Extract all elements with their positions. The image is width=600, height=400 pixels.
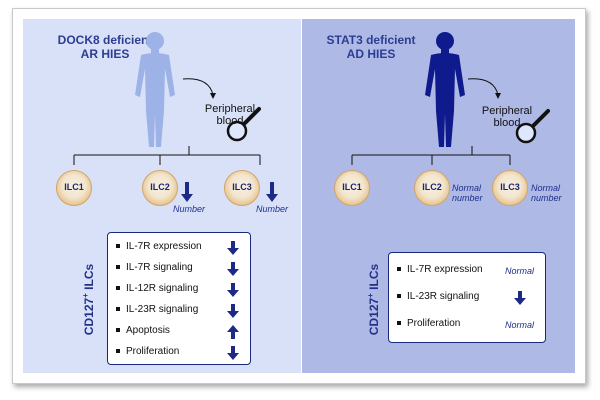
dock8-title-line1: DOCK8 deficient — [57, 33, 153, 47]
ilc1-label: ILC1 — [64, 182, 84, 192]
dock8-diagram-graphics — [73, 32, 278, 202]
ilc2-label: ILC2 — [422, 182, 442, 192]
stat3-peripheral-label: Peripheral blood — [476, 105, 538, 129]
ilc3-number-note: Number — [256, 204, 289, 214]
item-il7r-expression: IL-7R expression — [116, 241, 202, 252]
stat3-ilc-property-box: IL-7R expression IL-23R signaling Prolif… — [388, 252, 546, 343]
item-il12r-signaling: IL-12R signaling — [116, 283, 198, 294]
down-arrow-icon — [227, 262, 239, 276]
item-apoptosis: Apoptosis — [116, 325, 170, 336]
item-proliferation: Proliferation — [397, 318, 460, 329]
curved-arrow-icon — [467, 78, 499, 96]
dock8-ilc-property-box: IL-7R expression IL-7R signaling IL-12R … — [107, 232, 251, 365]
cd127-sup: + — [366, 293, 376, 298]
ilc2-label: ILC2 — [150, 182, 170, 192]
dock8-title-line2: AR HIES — [80, 47, 130, 61]
dock8-panel: DOCK8 deficient AR HIES — [23, 19, 301, 373]
stat3-diagram-graphics — [351, 32, 550, 165]
stat3-panel: STAT3 deficient AD HIES — [302, 19, 575, 373]
stat3-peripheral-line2: blood — [493, 117, 521, 129]
ilc2-number-note: Number — [173, 204, 206, 214]
ilc3-cell: ILC3 — [492, 170, 528, 206]
ilc3-normal-note: Normal number — [531, 183, 562, 203]
ilc1-label: ILC1 — [342, 182, 362, 192]
stat3-title-line1: STAT3 deficient — [326, 33, 416, 47]
dock8-title: DOCK8 deficient AR HIES — [45, 33, 165, 61]
ilc2-cell: ILC2 — [142, 170, 178, 206]
down-arrow-icon — [227, 304, 239, 318]
item-il23r-signaling: IL-23R signaling — [116, 304, 198, 315]
down-arrow-icon — [266, 182, 278, 202]
ilc3-label: ILC3 — [500, 182, 520, 192]
bracket-lines — [351, 146, 511, 165]
dock8-peripheral-line1: Peripheral — [204, 103, 256, 115]
cd127-text: CD127 — [82, 297, 97, 336]
dock8-cd127-label: CD127+ ILCs — [81, 264, 96, 335]
down-arrow-icon — [514, 291, 526, 305]
ilc1-cell: ILC1 — [334, 170, 370, 206]
magnifier-icon — [515, 109, 550, 144]
proliferation-normal-value: Normal — [505, 320, 535, 330]
ilc2-cell: ILC2 — [414, 170, 450, 206]
stat3-title-line2: AD HIES — [346, 47, 396, 61]
dock8-peripheral-line2: blood — [216, 115, 244, 127]
ilc3-note-line2: number — [531, 193, 562, 203]
human-figure-icon — [135, 32, 175, 147]
item-il7r-expression: IL-7R expression — [397, 264, 483, 275]
bracket-lines — [73, 146, 261, 165]
stat3-cd127-label: CD127+ ILCs — [366, 264, 381, 335]
item-il23r-signaling: IL-23R signaling — [397, 291, 479, 302]
stat3-peripheral-line1: Peripheral — [481, 105, 533, 117]
up-arrow-icon — [227, 325, 239, 339]
down-arrow-icon — [181, 182, 193, 202]
human-figure-icon — [425, 32, 465, 147]
ilc3-label: ILC3 — [232, 182, 252, 192]
down-arrow-icon — [227, 241, 239, 255]
il7r-normal-value: Normal — [505, 266, 535, 276]
item-proliferation: Proliferation — [116, 346, 179, 357]
stat3-title: STAT3 deficient AD HIES — [316, 33, 426, 61]
ilcs-text: ILCs — [82, 263, 97, 294]
ilc3-cell: ILC3 — [224, 170, 260, 206]
cd127-sup: + — [81, 293, 91, 298]
ilc1-cell: ILC1 — [56, 170, 92, 206]
cd127-text: CD127 — [367, 297, 382, 336]
item-il7r-signaling: IL-7R signaling — [116, 262, 193, 273]
down-arrow-icon — [227, 346, 239, 360]
curved-arrow-icon — [182, 78, 214, 96]
down-arrow-icon — [227, 283, 239, 297]
dock8-peripheral-label: Peripheral blood — [199, 103, 261, 127]
ilc2-normal-note: Normal number — [452, 183, 483, 203]
ilcs-text: ILCs — [367, 263, 382, 294]
magnifier-icon — [226, 107, 261, 142]
ilc3-note-line1: Normal — [531, 183, 561, 193]
ilc2-note-line1: Normal — [452, 183, 482, 193]
ilc2-note-line2: number — [452, 193, 483, 203]
figure-frame: DOCK8 deficient AR HIES — [12, 8, 586, 384]
